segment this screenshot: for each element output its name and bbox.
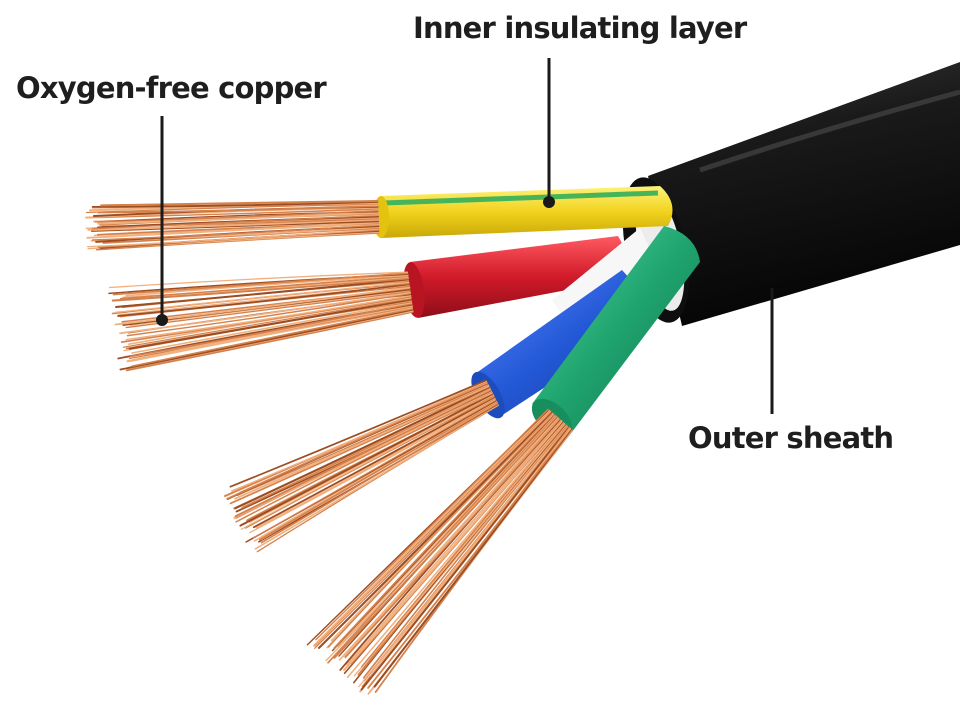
insulated-cores (373, 186, 700, 438)
copper-strand (236, 384, 489, 497)
copper-strand (252, 399, 497, 539)
green-core-insulation (532, 226, 700, 432)
copper-strand (122, 297, 412, 348)
copper-strand (360, 422, 565, 668)
copper-strand (111, 277, 410, 302)
copper-strand (119, 291, 411, 335)
copper-strand (117, 283, 410, 317)
copper-strand (249, 398, 496, 534)
copper-strands-yellow-core (84, 199, 380, 251)
copper-strand (234, 384, 490, 500)
copper-strand (91, 220, 379, 232)
copper-strands-blue-core (223, 379, 499, 553)
copper-strand (97, 211, 379, 225)
copper-strand (235, 392, 493, 523)
copper-strand (229, 379, 487, 488)
copper-strand (254, 403, 499, 550)
copper-strand (91, 214, 379, 230)
copper-strand (234, 389, 492, 518)
label-oxygen-free-copper: Oxygen-free copper (16, 71, 327, 105)
copper-strand (240, 395, 495, 530)
copper-strand (373, 428, 572, 688)
copper-strand (343, 420, 563, 672)
copper-strand (327, 414, 557, 664)
copper-strand (91, 201, 379, 208)
copper-strand (346, 419, 562, 666)
copper-strand (315, 408, 549, 641)
copper-strand (85, 203, 379, 214)
copper-strand (125, 294, 412, 341)
copper-strand (126, 304, 413, 363)
copper-strand (128, 298, 413, 350)
copper-strand (231, 380, 487, 492)
copper-strand (358, 425, 568, 688)
copper-strand (337, 414, 556, 648)
copper-strand (87, 218, 380, 231)
copper-strand (346, 421, 564, 679)
copper-strand (353, 423, 565, 677)
copper-strand (125, 310, 414, 372)
copper-leader-dot (156, 314, 168, 326)
copper-strand (114, 286, 411, 326)
copper-strand (119, 275, 409, 300)
label-outer-sheath: Outer sheath (688, 421, 894, 455)
copper-strand (234, 386, 491, 510)
copper-strand (108, 271, 408, 289)
copper-strand (131, 308, 414, 367)
yellow-green-stripe (383, 190, 659, 206)
copper-strand (367, 428, 572, 689)
copper-strand (360, 426, 570, 691)
copper-strand (119, 308, 414, 371)
copper-strand (313, 409, 551, 647)
copper-strand (91, 224, 380, 241)
copper-strand (94, 210, 379, 223)
leader-lines (156, 58, 774, 414)
copper-strand (100, 199, 379, 207)
copper-strand (97, 204, 379, 214)
copper-strand (333, 413, 555, 649)
copper-strand (129, 302, 413, 358)
copper-strand (342, 416, 559, 658)
copper-strand (317, 411, 553, 649)
copper-strand (130, 306, 413, 362)
inner-layer-leader-dot (543, 196, 555, 208)
copper-strand (344, 418, 560, 659)
copper-strands-red-core (108, 271, 414, 372)
label-inner-insulating-layer: Inner insulating layer (413, 11, 747, 45)
copper-strand (252, 396, 496, 529)
copper-strand (84, 207, 379, 219)
copper-strand (115, 281, 410, 313)
copper-strands-green-core (306, 408, 573, 695)
copper-strand (88, 208, 379, 219)
copper-strand (239, 393, 494, 527)
copper-strand (233, 390, 493, 519)
copper-strand (314, 411, 552, 649)
copper-strand (112, 272, 409, 296)
copper-strand (86, 228, 380, 248)
copper-strand (260, 402, 499, 544)
copper-strand (86, 221, 380, 239)
copper-strand (258, 401, 498, 541)
copper-strand (115, 278, 410, 309)
copper-strand (226, 382, 488, 500)
copper-strand (126, 292, 411, 337)
red-core-insulation (410, 236, 626, 318)
copper-strand (255, 397, 496, 529)
copper-strand (333, 415, 558, 659)
copper-strand (131, 301, 413, 354)
